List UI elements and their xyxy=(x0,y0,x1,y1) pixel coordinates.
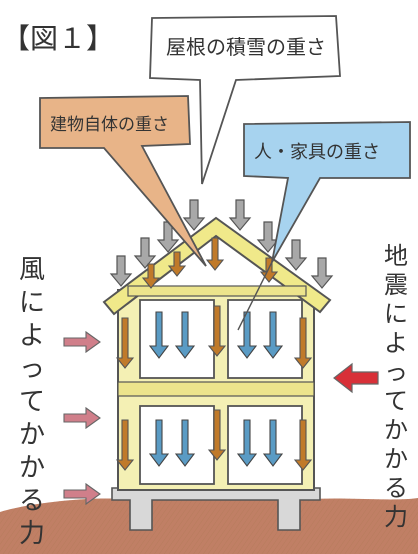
quake-label-char: る xyxy=(384,474,408,502)
quake-label-char: よ xyxy=(384,329,408,357)
quake-label-char: か xyxy=(384,416,408,444)
room-lower-left xyxy=(139,405,215,485)
wind-arrows xyxy=(63,330,101,506)
quake-label-char: て xyxy=(384,387,408,415)
figure-label: 【図１】 xyxy=(2,22,114,55)
wind-label-char: か xyxy=(19,453,45,483)
floor-beam xyxy=(117,381,315,397)
wind-label-char: る xyxy=(19,486,45,516)
attic-beam xyxy=(127,285,307,297)
room-upper-right xyxy=(227,299,303,379)
wind-label-char: 風 xyxy=(19,255,45,285)
building-weight-arrows xyxy=(115,237,313,471)
callout-people-text: 人・家具の重さ xyxy=(254,142,380,163)
room-lower-right xyxy=(227,405,303,485)
room-upper-left xyxy=(139,299,215,379)
quake-label-char: 力 xyxy=(384,503,408,531)
quake-label-char: か xyxy=(384,445,408,473)
callout-building-text: 建物自体の重さ xyxy=(50,115,169,135)
callout-snow-text: 屋根の積雪の重さ xyxy=(166,35,326,59)
callout-building-bubble xyxy=(39,95,207,267)
quake-label-char: っ xyxy=(384,358,408,386)
earthquake-arrow xyxy=(333,362,379,394)
callout-snow-bubble xyxy=(149,15,341,185)
wind-label-char: 力 xyxy=(19,519,45,549)
quake-label-char: に xyxy=(384,300,408,328)
wind-label-char: よ xyxy=(19,321,45,351)
wind-label-char: に xyxy=(19,288,45,318)
quake-label-char: 震 xyxy=(384,271,408,299)
wind-label-char: っ xyxy=(19,354,45,384)
roof-gable xyxy=(102,216,332,316)
wind-label-char: か xyxy=(19,420,45,450)
wind-label-char: て xyxy=(19,387,45,417)
snow-load-arrows xyxy=(109,199,334,289)
people-load-arrows xyxy=(148,311,284,467)
quake-label-char: 地 xyxy=(384,242,408,270)
foundation xyxy=(111,487,321,531)
callout-people-bubble xyxy=(243,121,411,263)
